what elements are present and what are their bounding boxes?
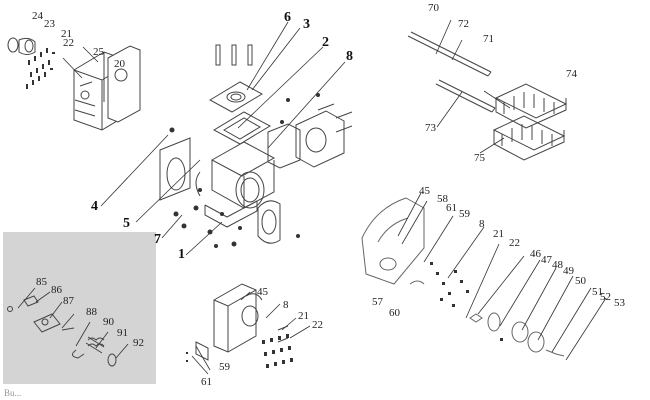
- callout-6: 6: [284, 10, 291, 25]
- callout-59-center: 59: [219, 361, 230, 373]
- callout-92: 92: [133, 337, 144, 349]
- leader-lines: [17, 19, 607, 375]
- shafts-and-gears-drawing: [407, 31, 568, 161]
- callout-71: 71: [483, 33, 494, 45]
- callout-20: 20: [114, 58, 125, 70]
- inset-parts-drawing: [7, 295, 117, 367]
- callout-60: 60: [389, 307, 400, 319]
- callout-45-right: 45: [419, 185, 430, 197]
- callout-61-right: 61: [446, 202, 457, 214]
- callout-73: 73: [425, 122, 436, 134]
- callout-87: 87: [63, 295, 74, 307]
- callout-21: 21: [61, 28, 72, 40]
- inset-panel: [3, 232, 156, 384]
- callout-70: 70: [428, 2, 439, 14]
- bearing-housing-drawing: [195, 283, 289, 361]
- callout-3: 3: [303, 17, 310, 32]
- callout-58-right: 58: [437, 193, 448, 205]
- callout-59-right: 59: [459, 208, 470, 220]
- callout-22: 22: [63, 37, 74, 49]
- callout-22-center: 22: [312, 319, 323, 331]
- callout-61-center: 61: [201, 376, 212, 388]
- callout-4: 4: [91, 199, 98, 214]
- callout-25: 25: [93, 46, 104, 58]
- callout-8-right: 8: [479, 218, 485, 230]
- cover-assembly-drawing: [7, 37, 141, 131]
- callout-7: 7: [154, 232, 161, 247]
- callout-45-center: 45: [257, 286, 268, 298]
- callout-23: 23: [44, 18, 55, 30]
- callout-50: 50: [575, 275, 586, 287]
- image-caption: Bu...: [4, 388, 22, 398]
- callout-85: 85: [36, 276, 47, 288]
- callout-8-center: 8: [283, 299, 289, 311]
- callout-74: 74: [566, 68, 577, 80]
- callout-90: 90: [103, 316, 114, 328]
- callout-1: 1: [178, 247, 185, 262]
- callout-21-center: 21: [298, 310, 309, 322]
- callout-75: 75: [474, 152, 485, 164]
- callout-91: 91: [117, 327, 128, 339]
- callout-21-right: 21: [493, 228, 504, 240]
- seal-fasteners: [430, 262, 503, 341]
- callout-88: 88: [86, 306, 97, 318]
- seal-assembly-drawing: [361, 197, 565, 357]
- cover-fasteners: [26, 48, 55, 89]
- callout-53: 53: [614, 297, 625, 309]
- callout-72: 72: [458, 18, 469, 30]
- callout-52: 52: [600, 291, 611, 303]
- callout-24: 24: [32, 10, 43, 22]
- callout-48: 48: [552, 259, 563, 271]
- bearing-fasteners: [186, 334, 293, 368]
- callout-49: 49: [563, 265, 574, 277]
- callout-57: 57: [372, 296, 383, 308]
- callout-46: 46: [530, 248, 541, 260]
- callout-5: 5: [123, 216, 130, 231]
- callout-8: 8: [346, 49, 353, 64]
- pump-small-parts: [169, 93, 320, 248]
- callout-51: 51: [592, 286, 603, 298]
- callout-86: 86: [51, 284, 62, 296]
- callout-22-right: 22: [509, 237, 520, 249]
- callout-2: 2: [322, 35, 329, 50]
- callout-47: 47: [541, 254, 552, 266]
